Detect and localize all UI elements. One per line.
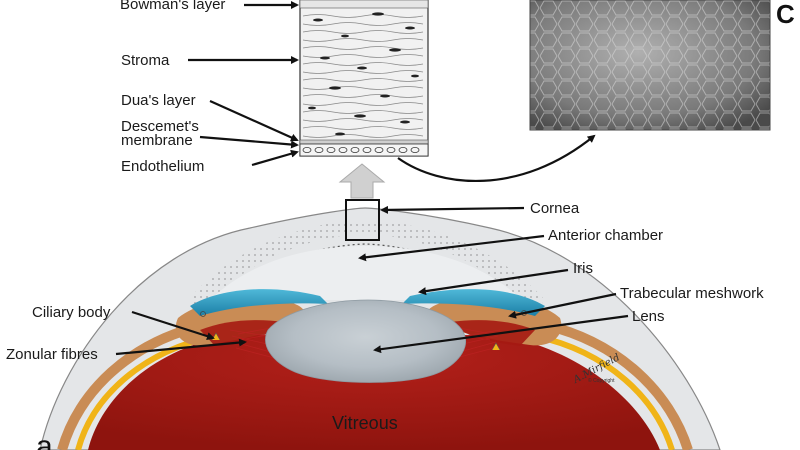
stroma-fibres bbox=[302, 14, 424, 138]
vitreous-label: Vitreous bbox=[332, 413, 398, 433]
label-cornea: Cornea bbox=[530, 200, 580, 217]
vitreous-body bbox=[88, 335, 660, 450]
label-ciliary-body: Ciliary body bbox=[32, 304, 111, 321]
copyright-text: © Copyright bbox=[588, 377, 615, 384]
panel-letter-a: a bbox=[36, 430, 53, 450]
label-bowmans-layer: Bowman's layer bbox=[120, 0, 225, 13]
label-descemets-line2: membrane bbox=[121, 132, 193, 149]
iris bbox=[190, 289, 328, 316]
label-endothelium: Endothelium bbox=[121, 158, 204, 175]
magnify-up-arrow bbox=[338, 163, 386, 199]
label-duas-layer: Dua's layer bbox=[121, 92, 196, 109]
cornea-histology-inset bbox=[299, 0, 429, 157]
label-trabecular-meshwork: Trabecular meshwork bbox=[620, 285, 764, 302]
endothelium-micrograph bbox=[529, 0, 771, 131]
cornea-band bbox=[188, 220, 545, 312]
anterior-chamber bbox=[210, 246, 522, 300]
label-anterior-chamber: Anterior chamber bbox=[548, 227, 663, 244]
label-iris: Iris bbox=[573, 260, 593, 277]
label-descemets-line1: Descemet's bbox=[121, 118, 199, 135]
eye-globe bbox=[39, 199, 721, 450]
label-stroma: Stroma bbox=[121, 52, 170, 69]
label-lens: Lens bbox=[632, 308, 665, 325]
label-zonular-fibres: Zonular fibres bbox=[6, 346, 98, 363]
keratocytes bbox=[308, 12, 419, 136]
panel-letter-c: C bbox=[776, 0, 795, 29]
cornea-detail-box bbox=[345, 199, 380, 241]
lens bbox=[265, 299, 466, 383]
endothelial-cells bbox=[302, 146, 420, 153]
